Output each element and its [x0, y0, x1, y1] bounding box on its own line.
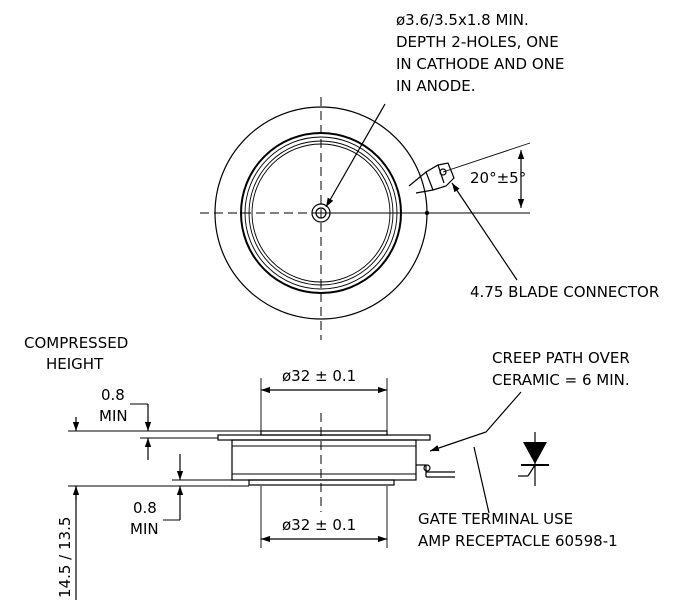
diameter-top-label: ø32 ± 0.1	[282, 367, 356, 385]
gate-terminal	[416, 464, 455, 478]
connector-axis-line	[442, 142, 531, 173]
hole-note-line-2: DEPTH 2-HOLES, ONE	[396, 33, 559, 51]
gap-bottom-value: 0.8	[133, 499, 157, 517]
blade-connector	[408, 162, 455, 194]
gate-note-line-2: AMP RECEPTACLE 60598-1	[418, 532, 618, 550]
top-pole-piece	[260, 430, 388, 436]
gap-top-unit: MIN	[99, 407, 128, 425]
angle-label: 20°±5°	[470, 169, 526, 187]
creep-note-line-1: CREEP PATH OVER	[492, 349, 630, 367]
hole-note-line-4: IN ANODE.	[396, 77, 476, 95]
hole-note-line-3: IN CATHODE AND ONE	[396, 55, 564, 73]
connector-leader	[451, 182, 518, 281]
hole-note-line-1: ø3.6/3.5x1.8 MIN.	[396, 11, 529, 29]
hole-note-leader	[325, 103, 386, 208]
creep-note-line-2: CERAMIC = 6 MIN.	[492, 371, 630, 389]
gap-bottom-unit: MIN	[130, 520, 159, 538]
compressed-height-line-1: COMPRESSED	[24, 334, 128, 352]
creep-leader	[429, 391, 522, 452]
compressed-height-line-2: HEIGHT	[46, 355, 104, 373]
height-value-label: 14.5 / 13.5	[56, 517, 74, 598]
thyristor-symbol-icon	[518, 432, 549, 486]
flange-edge-mark	[424, 210, 430, 216]
gate-note-line-1: GATE TERMINAL USE	[418, 510, 573, 528]
gate-leader	[473, 446, 490, 514]
side-view: COMPRESSED HEIGHT 0.8 MIN 0.8 MIN ø32 ± …	[24, 334, 630, 600]
connector-label: 4.75 BLADE CONNECTOR	[470, 283, 659, 301]
diameter-bottom-label: ø32 ± 0.1	[282, 516, 356, 534]
gap-top-value: 0.8	[101, 386, 125, 404]
flange	[217, 434, 431, 441]
top-view: ø3.6/3.5x1.8 MIN. DEPTH 2-HOLES, ONE IN …	[200, 11, 659, 340]
bottom-pole-piece	[248, 479, 395, 486]
